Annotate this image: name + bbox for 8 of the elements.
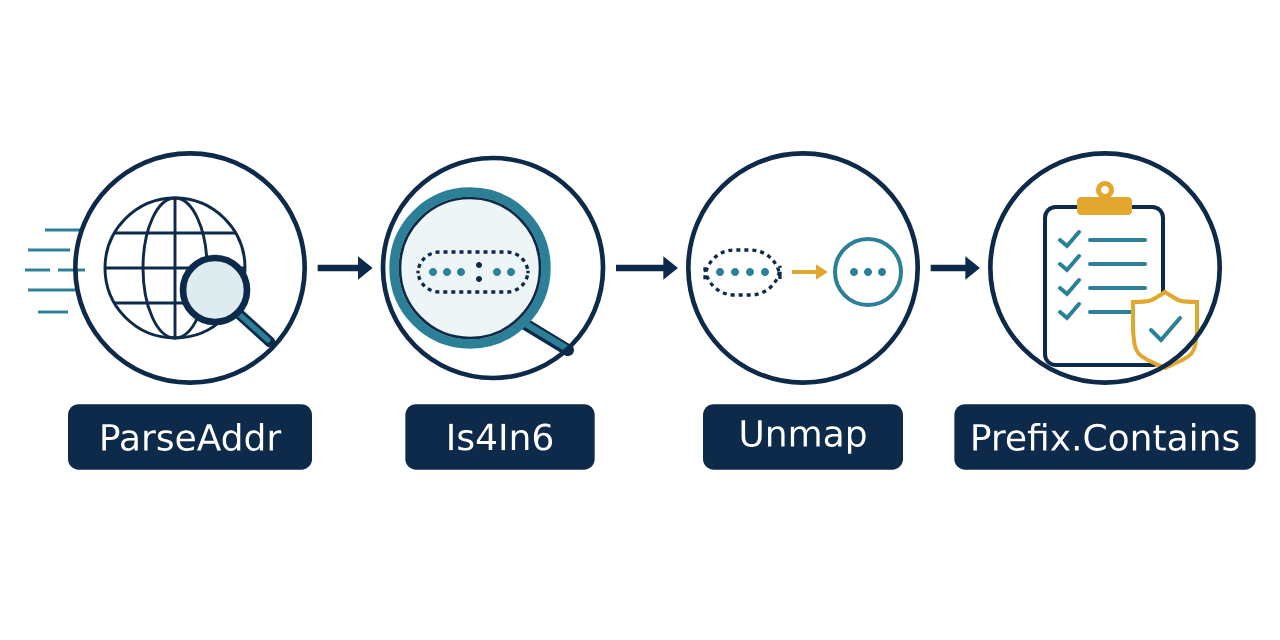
picture — [686, 151, 920, 385]
label-box: ParseAddr — [68, 404, 312, 470]
label-box: Unmap — [703, 404, 903, 470]
label-box: Prefix.Contains — [954, 404, 1256, 470]
picture — [73, 151, 307, 385]
picture — [988, 151, 1222, 385]
picture — [380, 155, 606, 381]
label-box: Is4In6 — [405, 404, 595, 470]
